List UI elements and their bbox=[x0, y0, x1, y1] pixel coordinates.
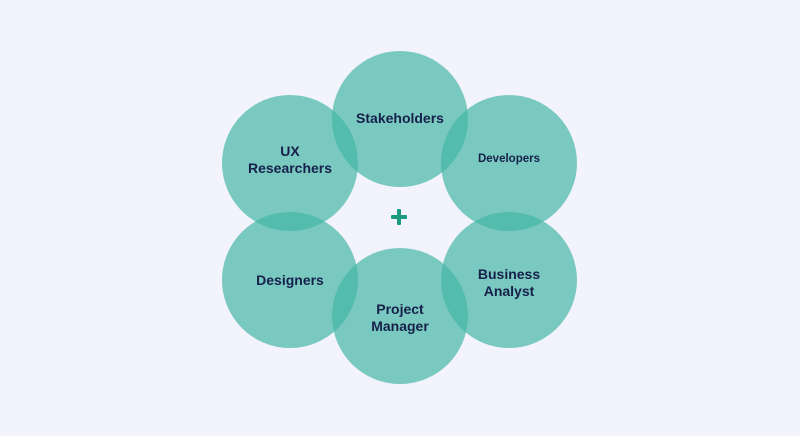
label-developers: Developers bbox=[477, 152, 540, 165]
circle-developers: Developers bbox=[441, 95, 577, 231]
label-designers: Designers bbox=[256, 271, 324, 288]
label-business-analyst: Business Analyst bbox=[477, 266, 541, 299]
plus-icon bbox=[391, 209, 407, 225]
label-stakeholders: Stakeholders bbox=[356, 109, 444, 126]
label-ux-researchers: UX Researchers bbox=[247, 143, 333, 176]
circle-project-manager: Project Manager bbox=[332, 248, 468, 384]
circle-ux-researchers: UX Researchers bbox=[222, 95, 358, 231]
label-project-manager: Project Manager bbox=[371, 301, 429, 334]
